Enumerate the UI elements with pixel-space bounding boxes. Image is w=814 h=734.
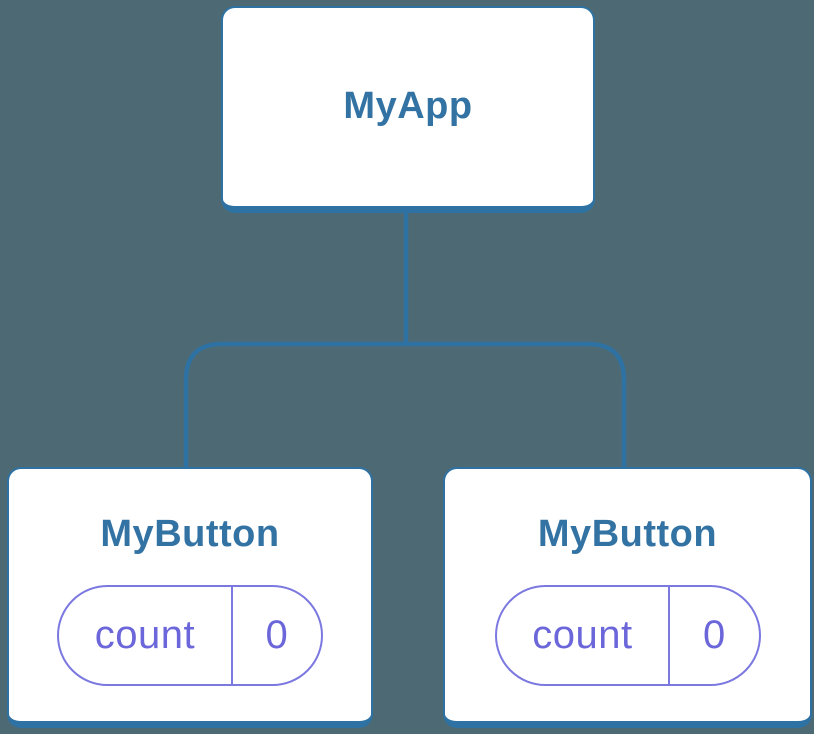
state-pill: count 0 <box>57 584 323 686</box>
state-value: 0 <box>265 612 289 657</box>
node-title: MyButton <box>537 513 718 555</box>
state-value: 0 <box>703 612 726 657</box>
node-title: MyApp <box>343 85 473 128</box>
root-node-myapp: MyApp <box>221 6 595 213</box>
branch-line <box>183 341 627 470</box>
child-node-mybutton-2: MyButton count 0 <box>443 467 812 728</box>
state-pill: count 0 <box>494 584 761 686</box>
state-label: count <box>497 586 671 684</box>
state-label: count <box>59 586 233 684</box>
node-title: MyButton <box>100 513 280 555</box>
child-node-mybutton-1: MyButton count 0 <box>7 467 373 728</box>
